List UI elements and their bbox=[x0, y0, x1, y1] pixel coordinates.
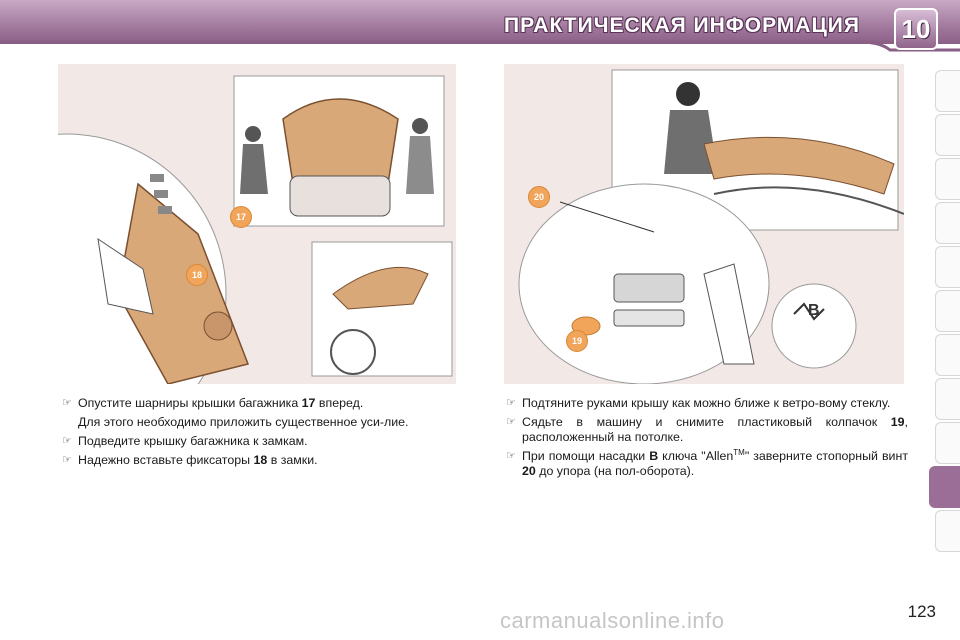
chapter-title: ПРАКТИЧЕСКАЯ ИНФОРМАЦИЯ bbox=[504, 14, 860, 37]
chapter-tab-active[interactable] bbox=[929, 466, 960, 508]
chapter-tab[interactable] bbox=[935, 246, 960, 288]
chapter-number-badge: 10 bbox=[894, 8, 938, 50]
header-band bbox=[0, 0, 960, 44]
callout-20: 20 bbox=[528, 186, 550, 208]
trunk-lid-drawing bbox=[58, 75, 453, 384]
step-text: ключа "Allen bbox=[658, 449, 734, 463]
roof-fixing-drawing bbox=[518, 69, 904, 384]
chapter-tab[interactable] bbox=[935, 114, 960, 156]
step-text: вперед. bbox=[315, 396, 364, 410]
callout-17: 17 bbox=[230, 206, 252, 228]
step-text: до упора (на пол-оборота). bbox=[535, 464, 695, 478]
step-ref: 19 bbox=[890, 415, 905, 429]
instruction-step: ☞ Надежно вставьте фиксаторы 18 в замки. bbox=[62, 453, 462, 468]
step-ref: 18 bbox=[253, 453, 268, 467]
callout-key-b: B bbox=[808, 302, 820, 319]
chapter-tab[interactable] bbox=[935, 334, 960, 376]
callout-18: 18 bbox=[186, 264, 208, 286]
instruction-step: ☞ Сядьте в машину и снимите пластиковый … bbox=[506, 415, 908, 445]
step-text: " заверните стопорный винт bbox=[744, 449, 908, 463]
step-text: При помощи насадки bbox=[522, 449, 650, 463]
step-text: Подведите крышку багажника к замкам. bbox=[78, 434, 308, 448]
pointing-hand-icon: ☞ bbox=[62, 454, 72, 466]
chapter-tab[interactable] bbox=[935, 70, 960, 112]
pointing-hand-icon: ☞ bbox=[506, 416, 516, 428]
instruction-step: ☞ Подтяните руками крышу как можно ближе… bbox=[506, 396, 908, 411]
step-text: в замки. bbox=[267, 453, 318, 467]
right-instructions: ☞ Подтяните руками крышу как можно ближе… bbox=[506, 396, 908, 483]
step-ref: B bbox=[649, 449, 659, 463]
chapter-tab[interactable] bbox=[935, 422, 960, 464]
chapter-tab[interactable] bbox=[935, 510, 960, 552]
instruction-step: ☞ Опустите шарниры крышки багажника 17 в… bbox=[62, 396, 462, 411]
page-number: 123 bbox=[907, 602, 936, 621]
step-text: Опустите шарниры крышки багажника bbox=[78, 396, 302, 410]
trademark-mark: TM bbox=[733, 447, 745, 457]
chapter-tab[interactable] bbox=[935, 290, 960, 332]
callout-19: 19 bbox=[566, 330, 588, 352]
left-instructions: ☞ Опустите шарниры крышки багажника 17 в… bbox=[62, 396, 462, 472]
step-text: Сядьте в машину и снимите пластиковый ко… bbox=[522, 415, 891, 429]
step-ref: 17 bbox=[301, 396, 316, 410]
watermark: carmanualsonline.info bbox=[500, 608, 725, 633]
step-note: Для этого необходимо приложить существен… bbox=[78, 415, 409, 429]
step-text: Надежно вставьте фиксаторы bbox=[78, 453, 254, 467]
pointing-hand-icon: ☞ bbox=[62, 435, 72, 447]
chapter-tab[interactable] bbox=[935, 158, 960, 200]
step-ref: 20 bbox=[522, 464, 536, 478]
instruction-step: ☞ При помощи насадки B ключа "AllenTM" з… bbox=[506, 447, 908, 479]
chapter-tab[interactable] bbox=[935, 378, 960, 420]
pointing-hand-icon: ☞ bbox=[506, 397, 516, 409]
chapter-tabs bbox=[928, 70, 960, 575]
header-swoosh bbox=[0, 40, 960, 52]
chapter-tab[interactable] bbox=[935, 202, 960, 244]
instruction-step: ☞ Подведите крышку багажника к замкам. bbox=[62, 434, 462, 449]
step-text: Подтяните руками крышу как можно ближе к… bbox=[522, 396, 891, 410]
pointing-hand-icon: ☞ bbox=[506, 450, 516, 462]
step-text: , расположенный на потолке. bbox=[522, 415, 908, 444]
trunk-lid-illustration: 17 18 bbox=[58, 64, 456, 384]
roof-fixing-illustration: 20 19 B bbox=[504, 64, 904, 384]
pointing-hand-icon: ☞ bbox=[62, 397, 72, 409]
